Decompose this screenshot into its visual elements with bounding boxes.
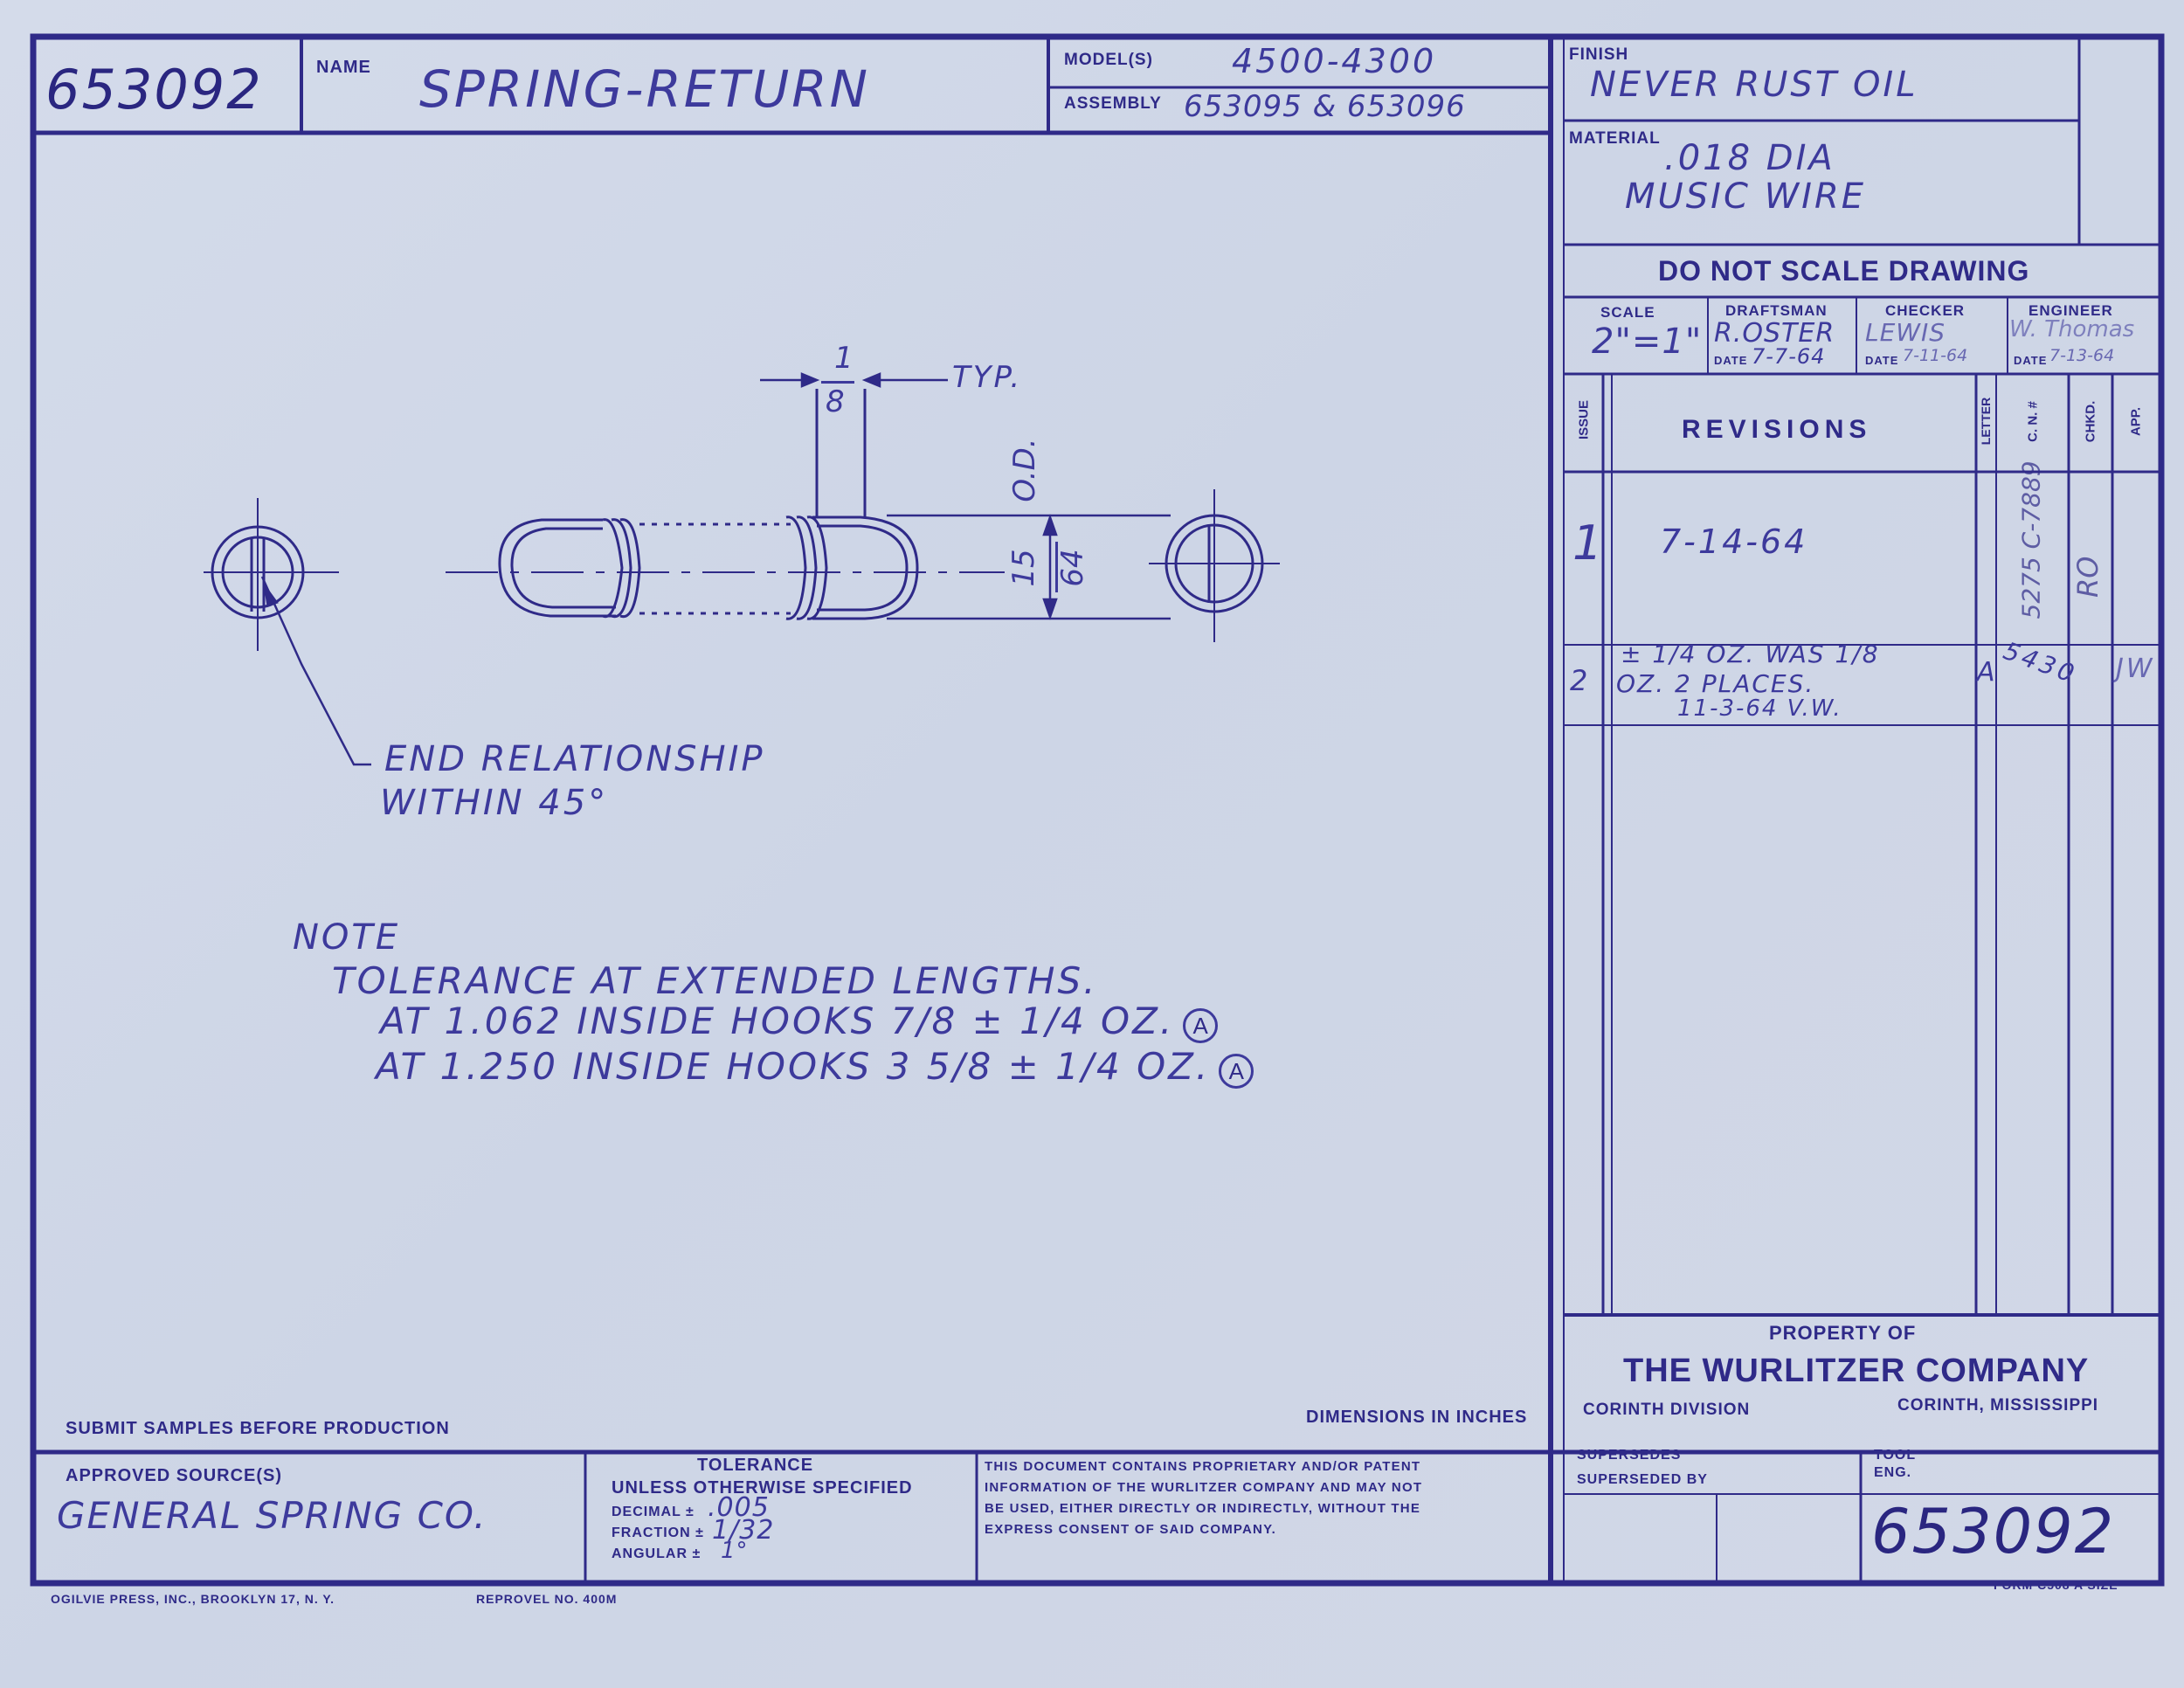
proprietary-line2: INFORMATION OF THE WURLITZER COMPANY AND… [985, 1480, 1423, 1495]
material-line2: MUSIC WIRE [1625, 176, 1867, 217]
dim-fraction-den: 8 [826, 384, 845, 419]
decimal-label: DECIMAL ± [612, 1505, 695, 1519]
tool-label: TOOL [1874, 1448, 1917, 1463]
revisions-header: REVISIONS [1682, 415, 1872, 444]
end-relationship-line2: WITHIN 45° [380, 783, 609, 823]
draftsman-value: R.OSTER [1714, 318, 1835, 349]
checker-date: 7-11-64 [1903, 346, 1968, 365]
company-name: THE WURLITZER COMPANY [1623, 1352, 2090, 1389]
engineer-signature: W. Thomas [2009, 316, 2135, 342]
printer-info: OGILVIE PRESS, INC., BROOKLYN 17, N. Y. [51, 1592, 335, 1606]
scale-label: SCALE [1600, 304, 1655, 321]
material-line1: .018 DIA [1664, 138, 1835, 178]
revision-2-app: JW [2116, 654, 2155, 684]
revision-2-text3: 11-3-64 V.W. [1677, 695, 1842, 722]
fraction-value: 1/32 [712, 1515, 775, 1546]
end-relationship-line1: END RELATIONSHIP [384, 739, 765, 779]
engineer-date: 7-13-64 [2049, 346, 2115, 365]
checker-label: CHECKER [1885, 302, 1966, 319]
checker-date-label: DATE [1865, 354, 1899, 367]
od-den: 64 [1055, 549, 1090, 587]
supersedes-label: SUPERSEDES [1577, 1448, 1682, 1463]
submit-samples: SUBMIT SAMPLES BEFORE PRODUCTION [66, 1419, 450, 1438]
models-value: 4500-4300 [1232, 42, 1437, 80]
revision-a-marker: A [1219, 1054, 1254, 1089]
note-line2-row: AT 1.062 INSIDE HOOKS 7/8 ± 1/4 OZ.A [380, 1000, 1219, 1043]
material-label: MATERIAL [1569, 129, 1661, 148]
revision-1-issue: 1 [1572, 515, 1606, 571]
form-info: FORM C508 A SIZE [1994, 1578, 2118, 1592]
outer-border [30, 33, 2165, 1587]
draftsman-date: 7-7-64 [1752, 344, 1826, 369]
dimensions-in-inches: DIMENSIONS IN INCHES [1306, 1408, 1528, 1427]
cn-header: C. N. # [2025, 401, 2041, 442]
approved-source-label: APPROVED SOURCE(S) [66, 1466, 283, 1485]
reprovel-info: REPROVEL NO. 400M [476, 1592, 618, 1606]
app-header: APP. [2128, 406, 2144, 437]
assembly-value: 653095 & 653096 [1184, 89, 1466, 124]
division: CORINTH DIVISION [1583, 1401, 1751, 1419]
issue-header: ISSUE [1576, 400, 1592, 440]
checker-value: LEWIS [1865, 318, 1946, 347]
od-label: O.D. [1007, 438, 1042, 502]
approved-source-value: GENERAL SPRING CO. [57, 1494, 487, 1537]
revision-1-chkd: RO [2071, 556, 2105, 598]
proprietary-line4: EXPRESS CONSENT OF SAID COMPANY. [985, 1522, 1276, 1537]
finish-label: FINISH [1569, 45, 1629, 64]
note-line1: TOLERANCE AT EXTENDED LENGTHS. [332, 959, 1098, 1002]
note-line2: AT 1.062 INSIDE HOOKS 7/8 ± 1/4 OZ. [380, 1000, 1175, 1042]
finish-value: NEVER RUST OIL [1590, 65, 1918, 105]
fraction-label: FRACTION ± [612, 1525, 704, 1540]
eng-label: ENG. [1874, 1465, 1912, 1480]
location: CORINTH, MISSISSIPPI [1897, 1396, 2099, 1415]
letter-header: LETTER [1979, 397, 1993, 446]
do-not-scale: DO NOT SCALE DRAWING [1658, 255, 2030, 287]
property-of: PROPERTY OF [1769, 1322, 1917, 1344]
models-label: MODEL(S) [1064, 51, 1153, 69]
name-value: SPRING-RETURN [419, 59, 870, 119]
note-title: NOTE [293, 917, 401, 958]
scale-value: 2"=1" [1592, 322, 1703, 362]
angular-value: 1° [721, 1538, 749, 1564]
tolerance-title: TOLERANCE [697, 1456, 814, 1475]
chkd-header: CHKD. [2083, 400, 2098, 443]
draftsman-label: DRAFTSMAN [1725, 302, 1828, 319]
od-fraction-bar [1055, 542, 1058, 592]
revision-a-marker: A [1183, 1008, 1219, 1043]
revision-2-text1: ± 1/4 OZ. WAS 1/8 [1621, 640, 1880, 668]
end-view-right [1149, 489, 1280, 642]
note-line3: AT 1.250 INSIDE HOOKS 3 5/8 ± 1/4 OZ. [376, 1045, 1211, 1088]
part-number-bottom: 653092 [1871, 1496, 2116, 1567]
typ-label: TYP. [952, 360, 1023, 395]
tolerance-subtitle: UNLESS OTHERWISE SPECIFIED [612, 1478, 913, 1498]
proprietary-line1: THIS DOCUMENT CONTAINS PROPRIETARY AND/O… [985, 1459, 1421, 1474]
revision-1-cn: 5275 C-7889 [2016, 460, 2046, 619]
proprietary-line3: BE USED, EITHER DIRECTLY OR INDIRECTLY, … [985, 1501, 1421, 1516]
revision-2-letter: A [1977, 657, 1998, 688]
superseded-by-label: SUPERSEDED BY [1577, 1472, 1708, 1487]
engineer-label: ENGINEER [2028, 302, 2113, 319]
part-number: 653092 [45, 58, 263, 121]
dim-fraction-num: 1 [834, 341, 854, 376]
engineer-date-label: DATE [2014, 354, 2048, 367]
angular-label: ANGULAR ± [612, 1546, 702, 1561]
name-label: NAME [316, 58, 371, 77]
end-view-left [204, 498, 339, 651]
revision-2-issue: 2 [1570, 664, 1591, 697]
draftsman-date-label: DATE [1714, 354, 1748, 367]
revision-2-text2: OZ. 2 PLACES. [1616, 669, 1815, 698]
assembly-label: ASSEMBLY [1064, 94, 1162, 113]
od-num: 15 [1006, 549, 1041, 587]
note-line3-row: AT 1.250 INSIDE HOOKS 3 5/8 ± 1/4 OZ.A [376, 1045, 1254, 1089]
fraction-bar [821, 381, 854, 384]
spring-side-view [446, 389, 1005, 620]
revision-1-text: 7-14-64 [1660, 522, 1808, 561]
decimal-value: .005 [708, 1492, 770, 1523]
